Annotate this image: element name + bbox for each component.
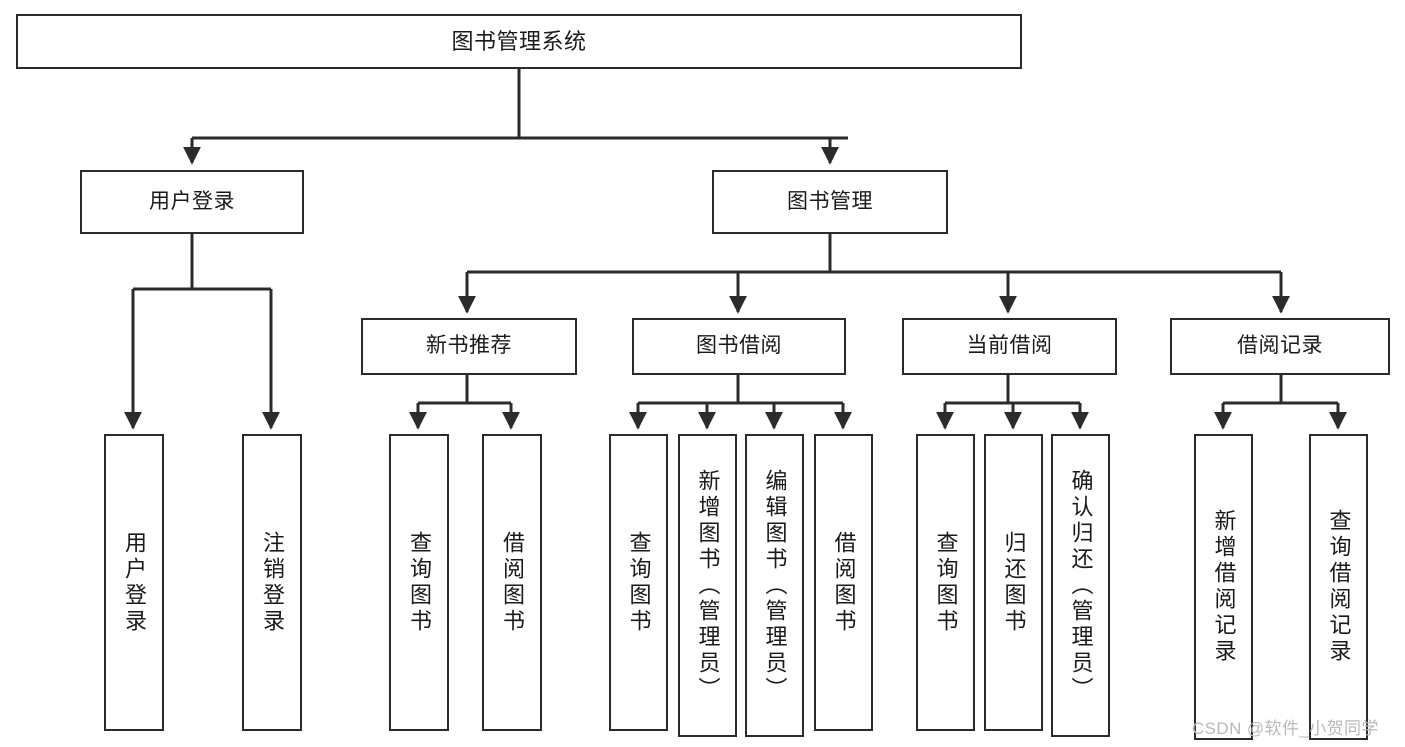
- node-book-management[interactable]: 图书管理: [712, 170, 948, 234]
- leaf-borrow-add-book-admin[interactable]: 新增图书（管理员）: [678, 434, 737, 737]
- node-book-borrow-label: 图书借阅: [696, 334, 782, 358]
- leaf-recommend-borrow-book[interactable]: 借阅图书: [482, 434, 542, 731]
- node-book-management-label: 图书管理: [787, 189, 873, 213]
- node-new-book-recommend-label: 新书推荐: [426, 334, 512, 358]
- leaf-user-login-logout[interactable]: 注销登录: [242, 434, 302, 731]
- leaf-recommend-query-book[interactable]: 查询图书: [389, 434, 449, 731]
- leaf-current-query-book[interactable]: 查询图书: [916, 434, 975, 731]
- leaf-borrow-edit-book-admin[interactable]: 编辑图书（管理员）: [745, 434, 804, 737]
- leaf-borrow-query-book[interactable]: 查询图书: [609, 434, 668, 731]
- node-user-login[interactable]: 用户登录: [80, 170, 304, 234]
- watermark-text: CSDN @软件_小贺同学: [1192, 719, 1379, 738]
- leaf-borrow-edit-book-admin-label: 编辑图书（管理员）: [762, 468, 788, 703]
- leaf-borrow-query-book-label: 查询图书: [626, 530, 652, 635]
- leaf-user-login-login-label: 用户登录: [122, 530, 147, 635]
- node-borrow-record-label: 借阅记录: [1237, 334, 1323, 358]
- leaf-record-add-record-label: 新增借阅记录: [1211, 509, 1237, 665]
- node-borrow-record[interactable]: 借阅记录: [1170, 318, 1390, 375]
- node-book-borrow[interactable]: 图书借阅: [632, 318, 846, 375]
- leaf-record-add-record[interactable]: 新增借阅记录: [1194, 434, 1253, 740]
- leaf-current-confirm-return-admin[interactable]: 确认归还（管理员）: [1051, 434, 1110, 737]
- leaf-record-query-record[interactable]: 查询借阅记录: [1309, 434, 1368, 740]
- leaf-current-return-book[interactable]: 归还图书: [984, 434, 1043, 731]
- leaf-current-return-book-label: 归还图书: [1001, 530, 1027, 635]
- leaf-user-login-logout-label: 注销登录: [260, 530, 285, 635]
- node-new-book-recommend[interactable]: 新书推荐: [361, 318, 577, 375]
- leaf-borrow-borrow-book-label: 借阅图书: [831, 530, 857, 635]
- leaf-record-query-record-label: 查询借阅记录: [1326, 509, 1352, 665]
- leaf-recommend-borrow-book-label: 借阅图书: [500, 530, 525, 635]
- node-current-borrow-label: 当前借阅: [966, 334, 1053, 358]
- leaf-borrow-borrow-book[interactable]: 借阅图书: [814, 434, 873, 731]
- node-user-login-label: 用户登录: [149, 189, 235, 213]
- node-root-label: 图书管理系统: [451, 28, 587, 54]
- leaf-user-login-login[interactable]: 用户登录: [104, 434, 164, 731]
- leaf-current-query-book-label: 查询图书: [933, 530, 959, 635]
- leaf-current-confirm-return-admin-label: 确认归还（管理员）: [1068, 468, 1094, 703]
- node-current-borrow[interactable]: 当前借阅: [902, 318, 1117, 375]
- node-root[interactable]: 图书管理系统: [16, 14, 1022, 69]
- leaf-borrow-add-book-admin-label: 新增图书（管理员）: [695, 468, 721, 703]
- leaf-recommend-query-book-label: 查询图书: [407, 530, 432, 635]
